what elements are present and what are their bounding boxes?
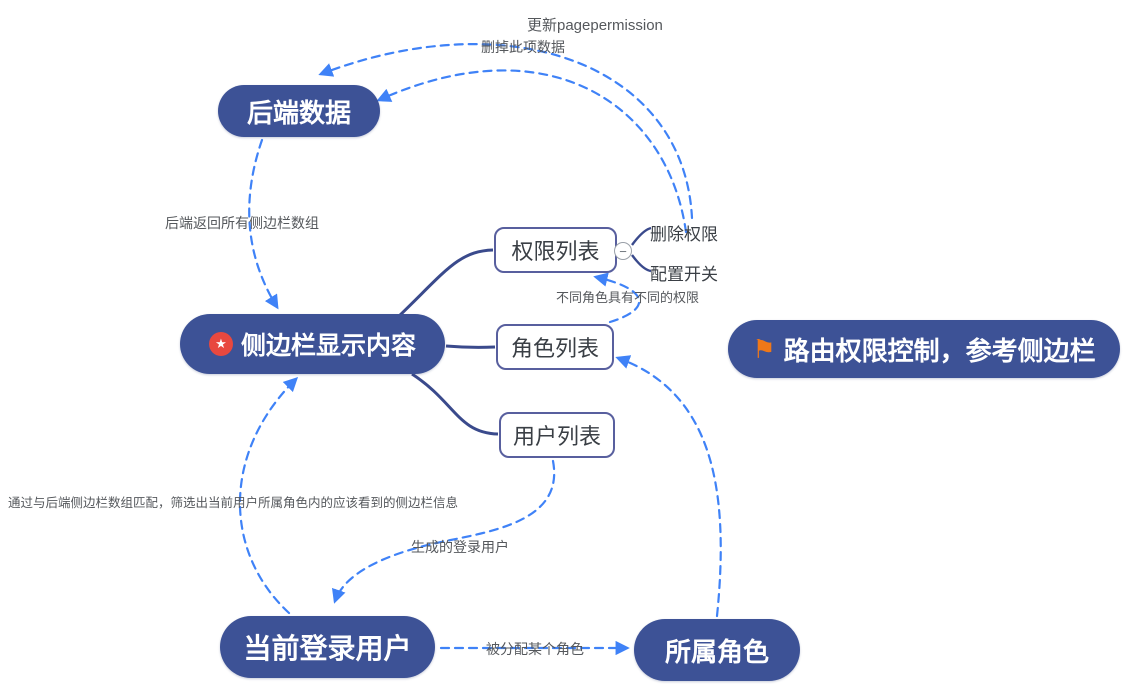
node-backend-data[interactable]: 后端数据: [218, 85, 380, 137]
edge-label-generated-login-user[interactable]: 生成的登录用户: [411, 539, 509, 555]
node-permission-list-label: 权限列表: [511, 239, 600, 264]
node-user-list[interactable]: 用户列表: [499, 412, 615, 458]
edge-label-different-role-permissions[interactable]: 不同角色具有不同的权限: [556, 290, 700, 305]
relation-delete-this-data[interactable]: [376, 69, 688, 234]
edge-label-delete-this-data[interactable]: 删掉此项数据: [481, 39, 565, 55]
relation-current-user-to-sidebar[interactable]: [238, 376, 299, 615]
node-user-list-label: 用户列表: [512, 424, 601, 449]
node-current-user[interactable]: 当前登录用户: [220, 616, 435, 678]
branch-permission-to-delete: [631, 226, 652, 246]
relation-update-pagepermission[interactable]: [318, 43, 694, 220]
node-config-switch[interactable]: 配置开关: [650, 265, 718, 284]
collapse-toggle[interactable]: −: [614, 242, 632, 260]
node-owned-role-label: 所属角色: [664, 636, 769, 667]
node-sidebar-content-label: 侧边栏显示内容: [240, 332, 416, 360]
branch-permission-to-switch: [631, 254, 652, 273]
edge-label-assigned-some-role[interactable]: 被分配某个角色: [486, 641, 584, 657]
edge-label-filter-sidebar-info[interactable]: 通过与后端侧边栏数组匹配，筛选出当前用户所属角色内的应该看到的侧边栏信息: [8, 496, 459, 510]
node-backend-data-label: 后端数据: [246, 97, 351, 128]
node-permission-list[interactable]: 权限列表: [494, 227, 617, 273]
node-route-note-label: 路由权限控制，参考侧边栏: [783, 335, 1096, 366]
star-badge-icon: ★: [208, 332, 233, 356]
node-current-user-label: 当前登录用户: [243, 633, 412, 664]
edge-label-update-pagepermission[interactable]: 更新pagepermission: [527, 17, 663, 34]
relation-owned-role-to-role-list[interactable]: [615, 355, 722, 618]
minus-icon: −: [619, 243, 627, 259]
node-sidebar-content[interactable]: ★ 侧边栏显示内容: [180, 314, 445, 374]
node-delete-permission[interactable]: 删除权限: [650, 225, 718, 244]
relation-role-has-permissions[interactable]: [593, 272, 641, 324]
relation-backend-returns-array[interactable]: [248, 138, 279, 310]
relation-userlist-to-current-user[interactable]: [332, 459, 556, 604]
node-owned-role[interactable]: 所属角色: [634, 619, 800, 681]
node-route-note[interactable]: ⚑ 路由权限控制，参考侧边栏: [728, 320, 1120, 378]
edge-label-backend-returns-array[interactable]: 后端返回所有侧边栏数组: [165, 215, 319, 231]
flag-icon: ⚑: [752, 334, 776, 364]
branch-sidebar-to-role-list: [445, 344, 496, 349]
branch-sidebar-to-user-list: [411, 372, 499, 436]
node-role-list-label: 角色列表: [510, 336, 599, 361]
node-role-list[interactable]: 角色列表: [496, 324, 614, 370]
branch-sidebar-to-permission-list: [396, 248, 494, 319]
